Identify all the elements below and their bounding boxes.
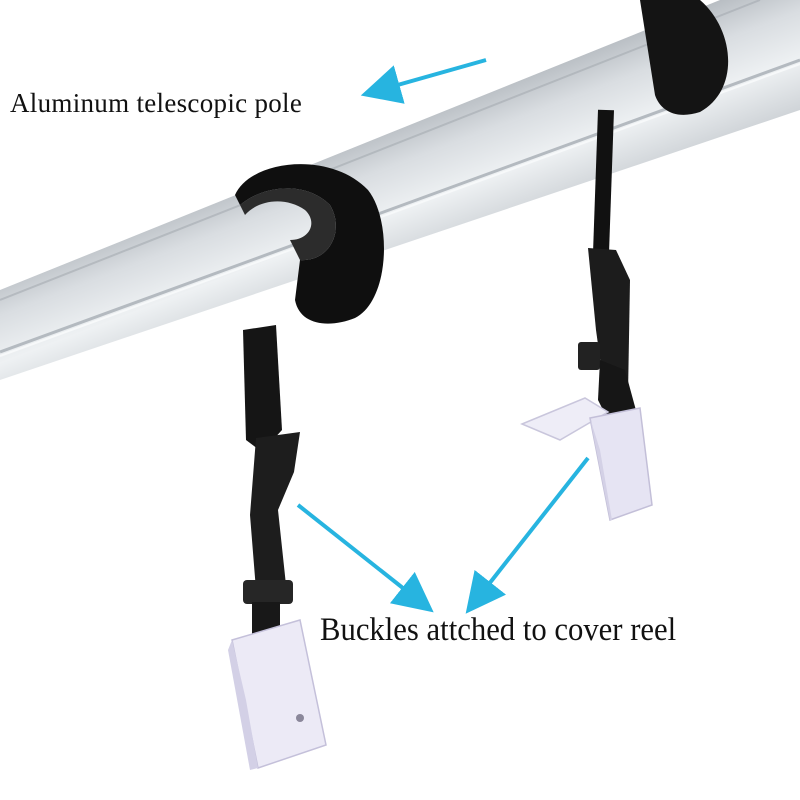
pole-arrow — [360, 58, 487, 104]
left-strap — [243, 325, 300, 642]
buckle-arrow-right — [465, 456, 590, 614]
right-buckle — [520, 397, 653, 521]
strap-adjuster-buckle — [243, 580, 293, 604]
buckle-arrow-left — [296, 503, 434, 613]
strap-adjuster-buckle — [578, 342, 600, 370]
right-strap — [578, 0, 729, 440]
left-buckle — [228, 619, 327, 770]
left-strap-band — [235, 164, 384, 324]
buckles-label: Buckles attched to cover reel — [320, 612, 677, 648]
pole-label: Aluminum telescopic pole — [10, 88, 303, 118]
